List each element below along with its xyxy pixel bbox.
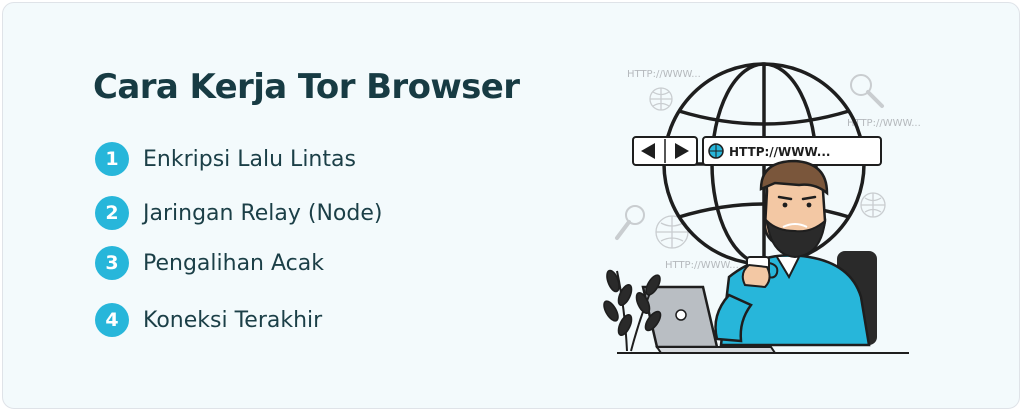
shirt-collar	[776, 256, 800, 280]
man-head	[759, 159, 829, 259]
step-label: Enkripsi Lalu Lintas	[143, 146, 356, 172]
step-item-1: 1 Enkripsi Lalu Lintas	[95, 139, 356, 179]
browser-nav-buttons	[632, 136, 698, 166]
small-globe-icon	[655, 215, 689, 249]
info-card: Cara Kerja Tor Browser 1 Enkripsi Lalu L…	[2, 2, 1020, 409]
steps-list: 1 Enkripsi Lalu Lintas 2 Jaringan Relay …	[95, 3, 515, 408]
step-number-badge: 1	[95, 142, 129, 176]
step-number-badge: 4	[95, 303, 129, 337]
forward-arrow-icon	[675, 143, 689, 159]
step-number-badge: 3	[95, 246, 129, 280]
step-label: Jaringan Relay (Node)	[143, 200, 383, 226]
address-bar: HTTP://WWW...	[702, 136, 882, 166]
page-title: Cara Kerja Tor Browser	[93, 67, 520, 107]
man-arm	[714, 293, 753, 343]
floating-url-label: HTTP://WWW...	[665, 260, 739, 271]
small-globe-icon	[860, 192, 886, 218]
magnifier-icon	[615, 205, 645, 240]
step-item-2: 2 Jaringan Relay (Node)	[95, 193, 382, 233]
globe-icon	[708, 143, 724, 159]
small-globe-icon	[649, 87, 673, 111]
address-bar-url: HTTP://WWW...	[729, 145, 830, 159]
step-label: Koneksi Terakhir	[143, 307, 323, 333]
step-number-badge: 2	[95, 196, 129, 230]
magnifier-icon	[850, 74, 884, 108]
man-hand	[741, 263, 771, 289]
floating-url-label: HTTP://WWW...	[847, 118, 921, 129]
floating-url-label: HTTP://WWW...	[627, 69, 701, 80]
step-label: Pengalihan Acak	[143, 250, 324, 276]
back-arrow-icon	[641, 143, 655, 159]
plant-icon	[603, 269, 662, 352]
step-item-3: 3 Pengalihan Acak	[95, 243, 324, 283]
step-item-4: 4 Koneksi Terakhir	[95, 300, 322, 340]
illustration-man-with-laptop: HTTP://WWW... HTTP://WWW... HTTP://WWW..…	[603, 62, 921, 354]
